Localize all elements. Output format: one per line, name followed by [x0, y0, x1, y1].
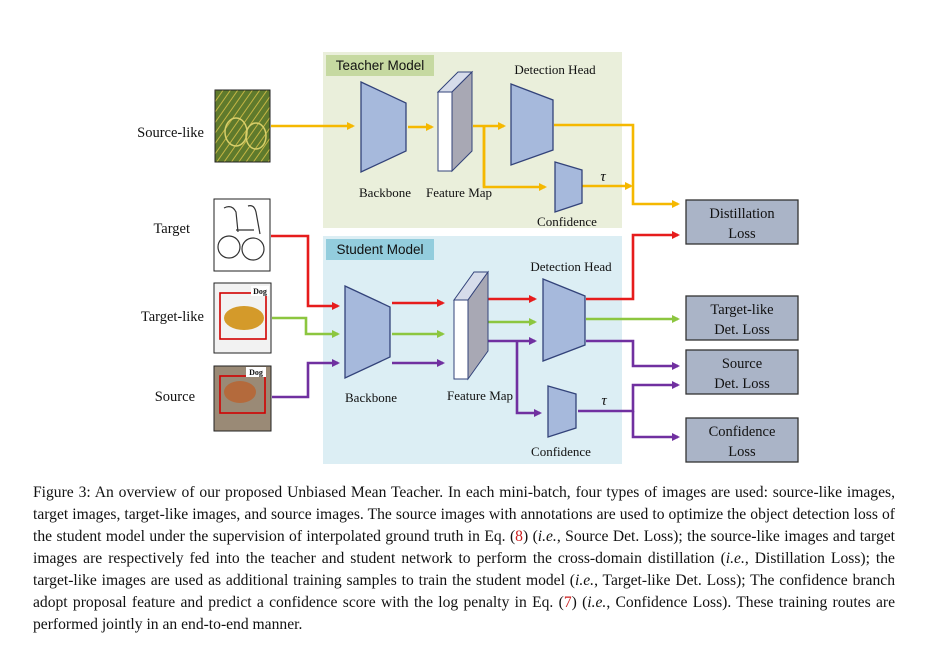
teacher-feature-map: [436, 70, 474, 173]
student-detection-head-label: Detection Head: [530, 259, 612, 274]
teacher-confidence: [554, 161, 583, 213]
student-tau: τ: [601, 393, 607, 409]
architecture-diagram: Teacher Model Student Model Dog Dog Sour…: [137, 52, 799, 464]
teacher-title-box: [326, 55, 434, 76]
teacher-feature-map-label: Feature Map: [426, 185, 492, 200]
caption-text-2: ) (: [522, 528, 538, 545]
target-like-tag: Dog: [253, 287, 267, 296]
teacher-backbone: [360, 80, 407, 174]
source-tag: Dog: [249, 368, 263, 377]
teacher-backbone-label: Backbone: [359, 185, 411, 200]
student-confidence-label: Confidence: [531, 444, 591, 459]
input-label-source: Source: [155, 389, 195, 405]
arrows-target: [271, 231, 680, 310]
caption-text-3: , Source Det. Loss); the source-like ima…: [33, 528, 895, 567]
loss-target-like-line1: Target-like: [710, 302, 773, 318]
student-feature-map: [453, 270, 489, 381]
loss-box-target-like-det: Target-like Det. Loss: [685, 295, 799, 341]
loss-target-like-line2: Det. Loss: [714, 322, 770, 338]
input-label-target-like: Target-like: [141, 309, 204, 325]
caption-text-4: , Distillation Loss); the target-like im…: [33, 550, 895, 589]
loss-distillation-line2: Loss: [728, 226, 756, 242]
loss-source-line2: Det. Loss: [714, 376, 770, 392]
source-thumbnail: Dog: [213, 365, 272, 432]
teacher-tau: τ: [600, 169, 606, 185]
target-thumbnail: [213, 198, 271, 272]
student-backbone: [344, 284, 391, 380]
student-title: Student Model: [336, 242, 423, 257]
student-detection-head: [542, 278, 586, 362]
input-label-source-like: Source-like: [137, 125, 204, 141]
arrows-target-like: [272, 315, 680, 338]
loss-box-confidence: Confidence Loss: [685, 417, 799, 463]
caption-label: Figure 3:: [33, 484, 91, 501]
loss-source-line1: Source: [722, 356, 762, 372]
teacher-detection-head-label: Detection Head: [514, 62, 596, 77]
caption-ie-2: i.e.: [725, 550, 745, 567]
equation-ref-8[interactable]: 8: [515, 528, 523, 545]
student-backbone-label: Backbone: [345, 390, 397, 405]
loss-distillation-line1: Distillation: [709, 206, 775, 222]
teacher-title: Teacher Model: [336, 58, 425, 73]
student-title-box: [326, 239, 434, 260]
student-feature-map-label: Feature Map: [447, 388, 513, 403]
arrows-source-like: [271, 122, 680, 208]
loss-confidence-line2: Loss: [728, 444, 756, 460]
equation-ref-7[interactable]: 7: [563, 594, 572, 611]
caption-ie-4: i.e.: [587, 594, 607, 611]
caption-text-6: ) (: [571, 594, 588, 611]
target-like-thumbnail: Dog: [213, 282, 272, 354]
figure-caption: Figure 3: An overview of our proposed Un…: [33, 482, 895, 636]
caption-text-1: An overview of our proposed Unbiased Mea…: [33, 484, 895, 545]
caption-ie-1: i.e.: [537, 528, 557, 545]
teacher-detection-head: [510, 83, 554, 166]
caption-text-7: , Confidence Loss). These training route…: [33, 594, 895, 633]
student-confidence: [547, 385, 577, 438]
loss-box-distillation: Distillation Loss: [685, 199, 799, 245]
loss-box-source-det: Source Det. Loss: [685, 349, 799, 395]
caption-text-5: , Target-like Det. Loss); The confidence…: [33, 572, 895, 611]
input-label-target: Target: [153, 221, 190, 237]
caption-ie-3: i.e.: [575, 572, 595, 589]
loss-confidence-line1: Confidence: [709, 424, 776, 440]
arrows-source: [272, 337, 680, 441]
source-like-thumbnail: [214, 89, 271, 163]
teacher-confidence-label: Confidence: [537, 214, 597, 229]
